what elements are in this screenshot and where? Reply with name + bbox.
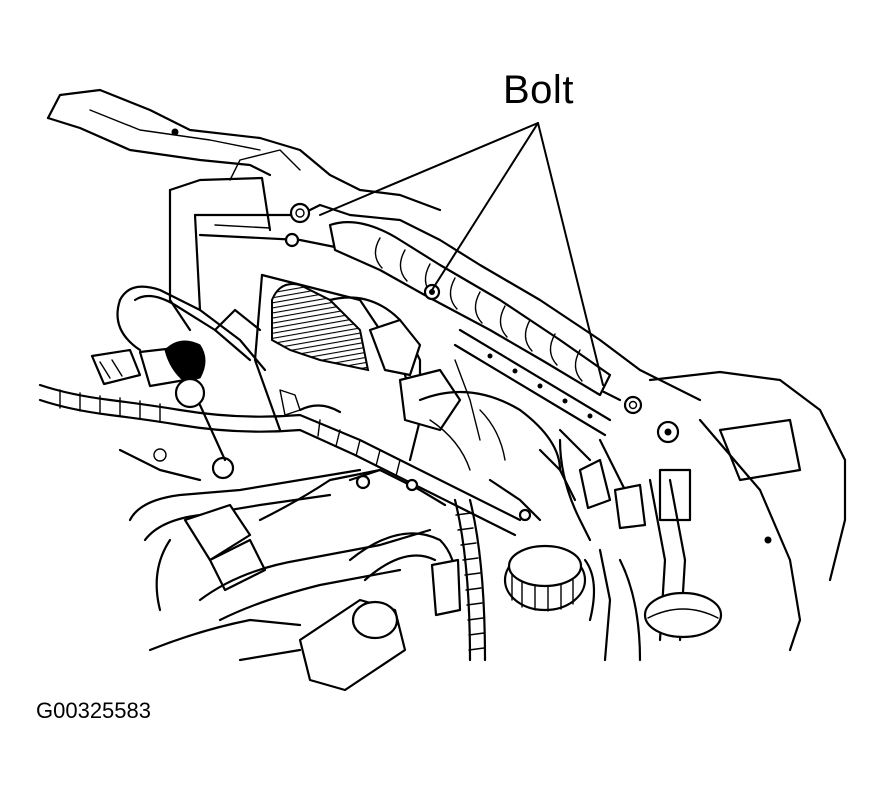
- fan-shroud: [328, 296, 562, 472]
- bolt-2: [423, 283, 441, 301]
- mid-brackets: [118, 389, 592, 522]
- wiring-harness: [38, 285, 522, 537]
- figure-id: G00325583: [36, 698, 151, 723]
- bolt-3: [623, 395, 680, 444]
- right-side-components: [558, 370, 847, 662]
- callout-leaders: [319, 122, 604, 386]
- fender-panel: [46, 88, 442, 332]
- bolt-callout-label: Bolt: [503, 68, 574, 112]
- radiator-hose: [430, 498, 487, 662]
- lower-left-hoses: [128, 468, 458, 692]
- reservoir-cap: [503, 544, 596, 622]
- radiator-support: [193, 203, 702, 437]
- bolt-1: [284, 202, 311, 248]
- rail-slots: [487, 353, 593, 419]
